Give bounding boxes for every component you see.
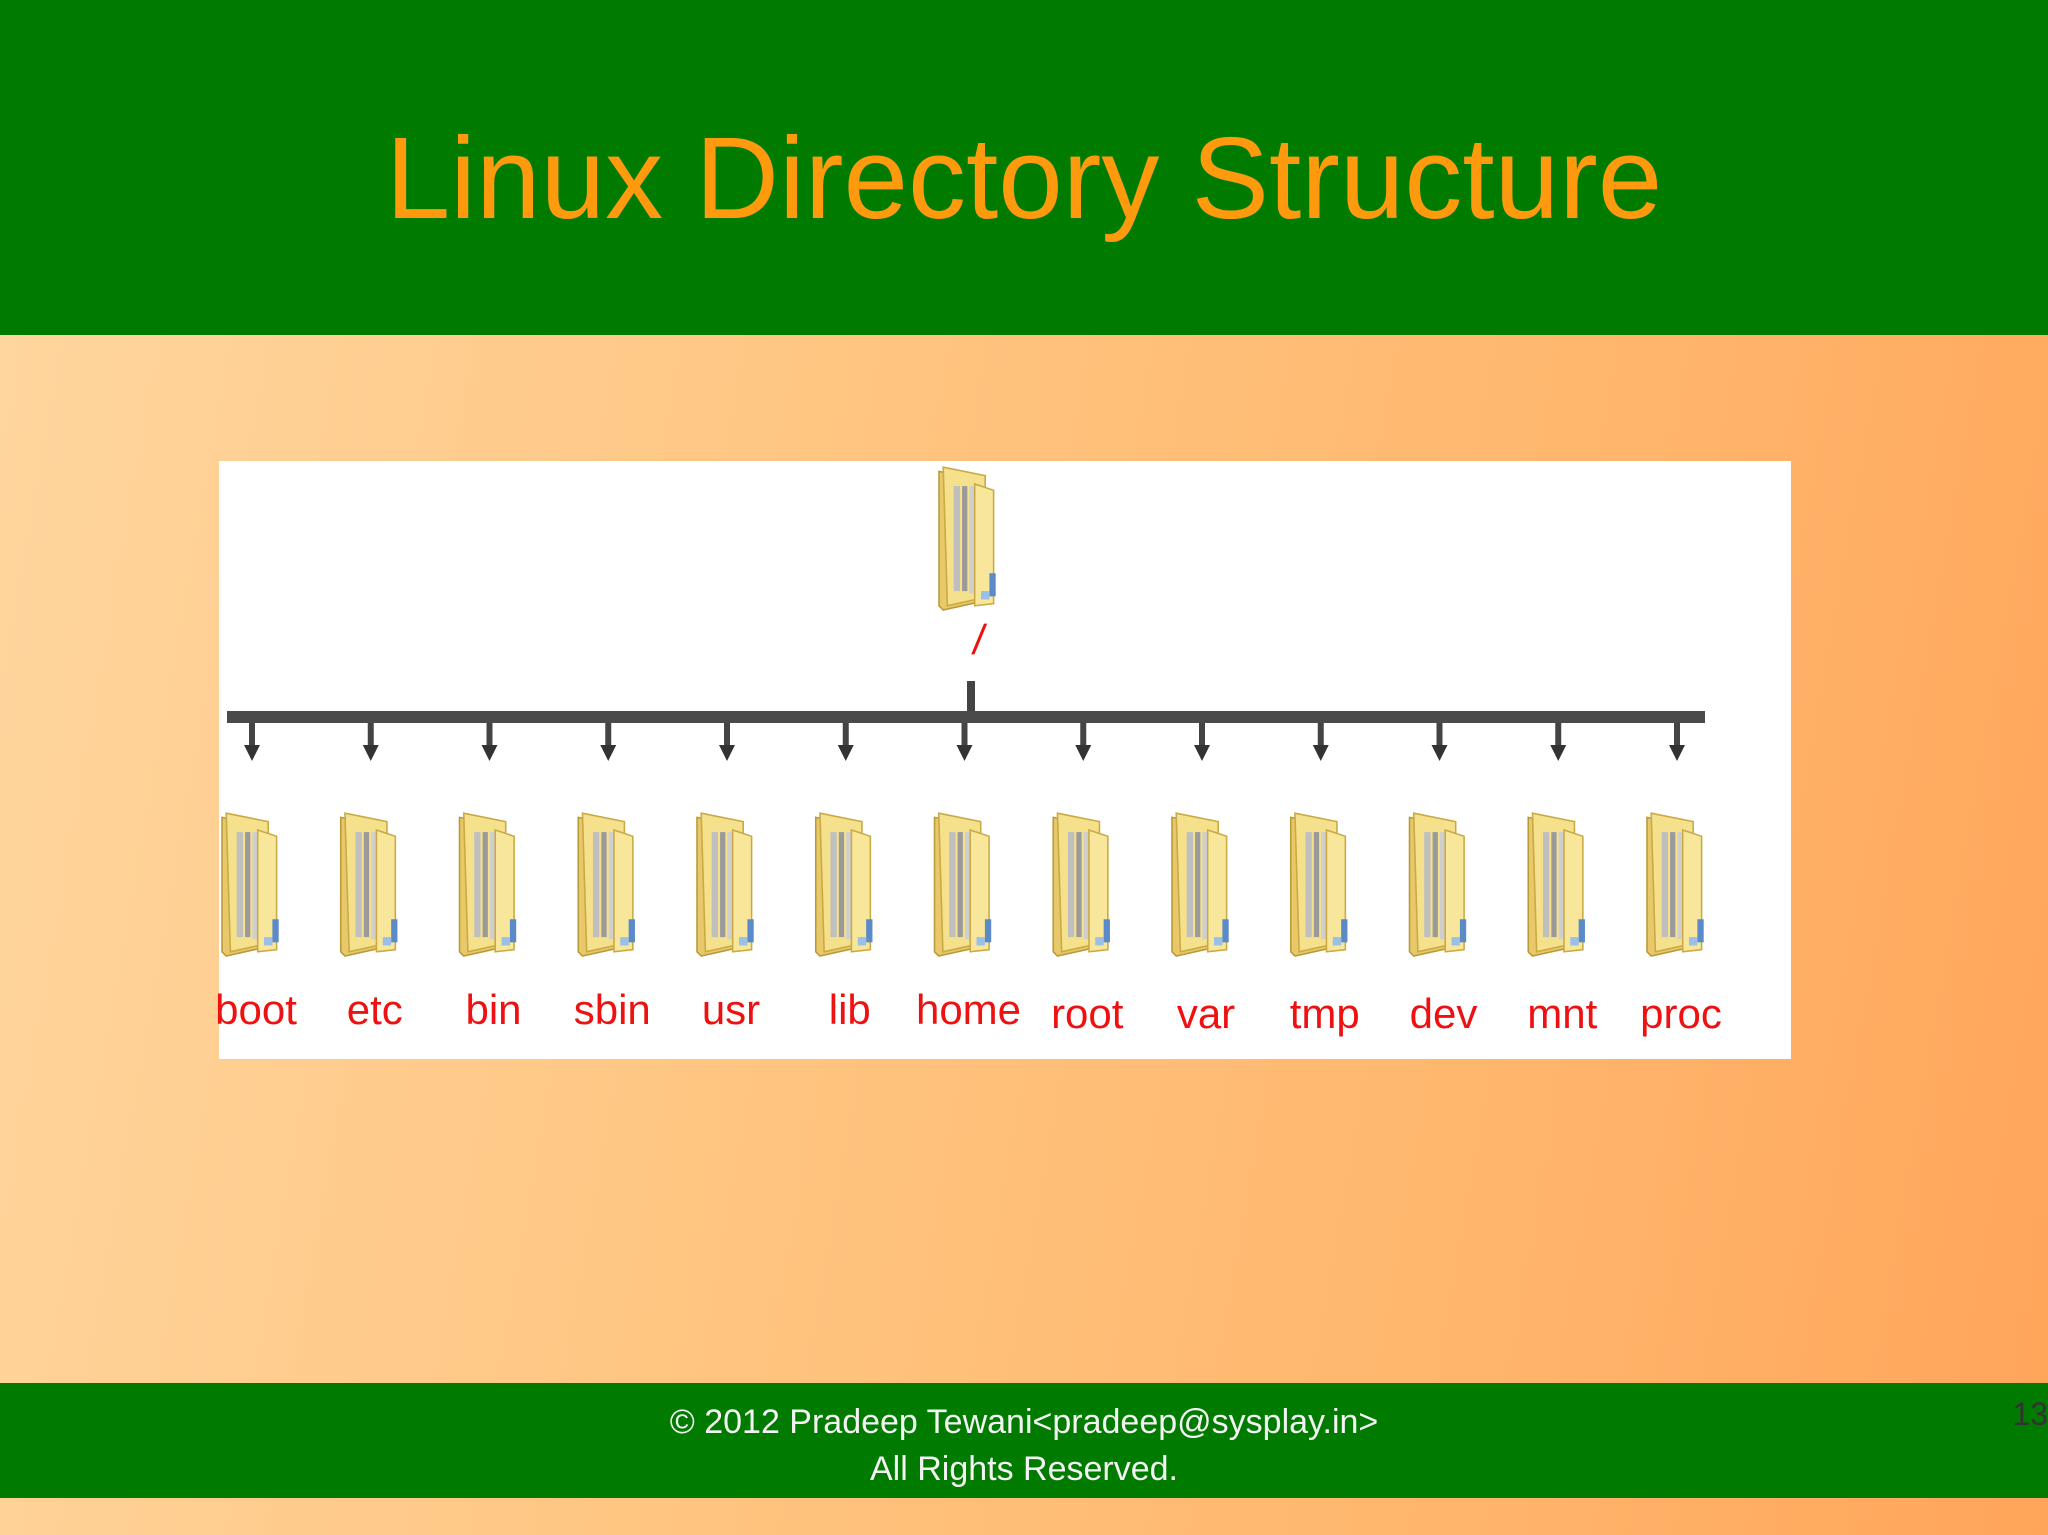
directory-label-sbin: sbin (573, 986, 651, 1033)
footer-bar: © 2012 Pradeep Tewani<pradeep@sysplay.in… (0, 1383, 2048, 1498)
directory-label-home: home (915, 986, 1022, 1033)
rights-text: All Rights Reserved. (869, 1450, 1178, 1488)
branch-arrow-stem (1080, 723, 1087, 747)
branch-arrow-stem (1199, 723, 1205, 747)
folder-icon (1289, 812, 1349, 957)
header-bar: Linux Directory Structure (0, 0, 2048, 335)
branch-arrow-head (1075, 745, 1092, 761)
branch-arrow-head (1431, 745, 1448, 761)
branch-arrow-stem (724, 723, 730, 747)
directory-label-root: root (1051, 990, 1124, 1037)
folder-icon (1052, 812, 1111, 957)
folder-icon (339, 812, 399, 957)
tree-branch-bar (227, 711, 1705, 723)
branch-arrow-stem (605, 723, 612, 747)
folder-icon (1527, 812, 1586, 957)
branch-arrow-stem (1555, 723, 1562, 747)
folder-icon (933, 812, 992, 957)
folder-icon (1646, 812, 1705, 957)
branch-arrow-head (1194, 745, 1210, 761)
directory-label-lib: lib (828, 986, 871, 1033)
directory-label-dev: dev (1409, 990, 1478, 1037)
folder-icon (1408, 812, 1467, 957)
folder-icon (696, 812, 755, 957)
branch-arrow-head (1669, 745, 1685, 761)
folder-icon (1171, 812, 1230, 957)
branch-arrow-stem (486, 723, 493, 747)
folder-icon (814, 812, 874, 957)
copyright-text: © 2012 Pradeep Tewani<pradeep@sysplay.in… (669, 1403, 1379, 1441)
slide-title: Linux Directory Structure (385, 113, 1663, 243)
branch-arrow-head (837, 745, 854, 761)
page-number: 13 (2012, 1396, 2048, 1432)
branch-arrow-head (719, 745, 735, 761)
branch-arrow-stem (961, 723, 968, 747)
tree-graphic (221, 466, 1705, 957)
directory-label-etc: etc (346, 986, 403, 1033)
branch-arrow-stem (1674, 723, 1680, 747)
branch-arrow-head (1550, 745, 1567, 761)
directory-label-boot: boot (215, 986, 297, 1033)
branch-arrow-head (600, 745, 617, 761)
directory-label-var: var (1176, 990, 1236, 1037)
root-folder-icon (938, 466, 997, 611)
folder-icon (577, 812, 636, 957)
directory-label-tmp: tmp (1289, 990, 1360, 1037)
branch-arrow-head (481, 745, 498, 761)
branch-arrow-head (362, 745, 379, 761)
branch-arrow-head (244, 745, 260, 761)
branch-arrow-head (1312, 745, 1329, 761)
branch-arrow-stem (367, 723, 374, 747)
directory-label-mnt: mnt (1527, 990, 1598, 1037)
folder-icon (221, 812, 280, 957)
branch-arrow-stem (249, 723, 255, 747)
root-connector (967, 681, 975, 721)
directory-label-proc: proc (1640, 990, 1722, 1037)
branch-arrow-stem (1317, 723, 1324, 747)
directory-label-usr: usr (701, 986, 761, 1033)
branch-arrow-stem (1436, 723, 1443, 747)
branch-arrow-stem (842, 723, 849, 747)
branch-arrow-head (956, 745, 973, 761)
directory-label-bin: bin (465, 986, 522, 1033)
folder-icon (458, 812, 517, 957)
